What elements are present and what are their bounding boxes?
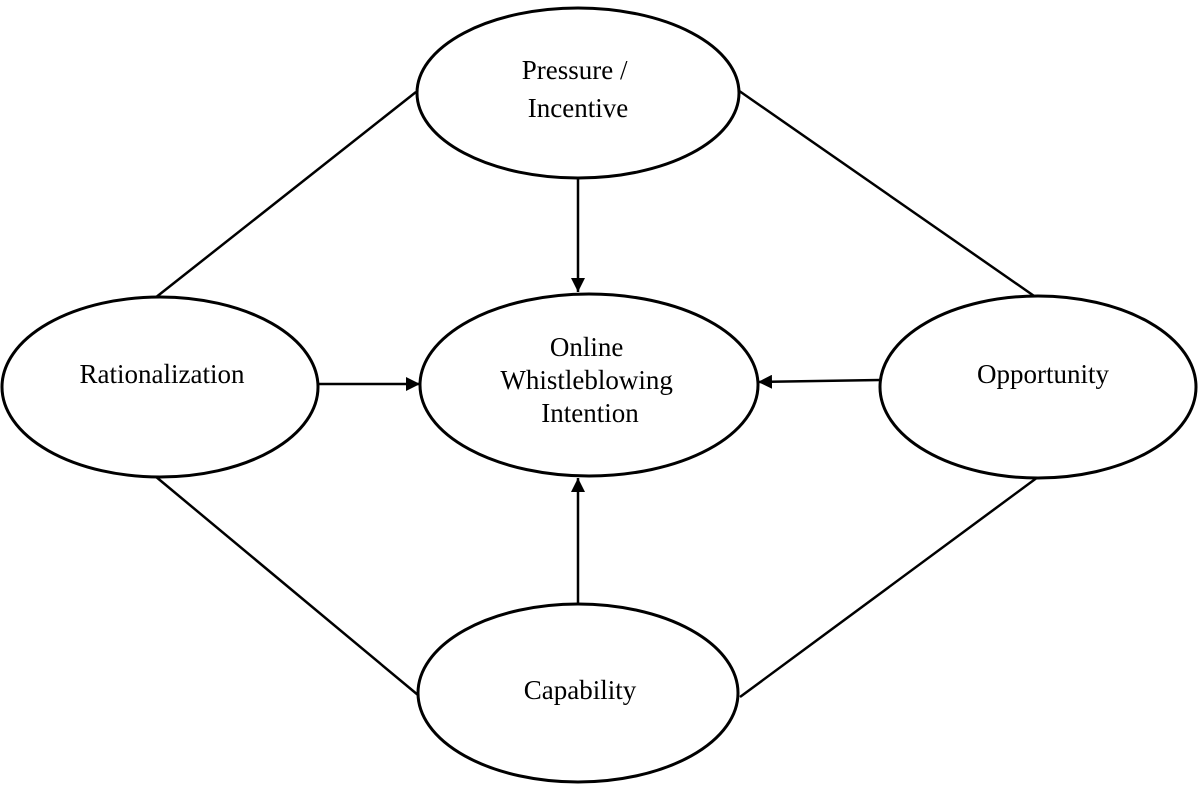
node-capability-line-1: Capability <box>524 675 637 705</box>
edge-pressure-opportunity <box>734 86 1038 300</box>
node-center-label: Online Whistleblowing Intention <box>500 332 679 428</box>
node-pressure: Pressure / Incentive <box>415 6 741 180</box>
node-pressure-line-1: Pressure / <box>522 55 628 85</box>
node-opportunity-shape <box>878 294 1198 480</box>
edge-opportunity-capability <box>739 475 1039 699</box>
node-pressure-line-2: Incentive <box>528 93 628 123</box>
arrow-opportunity-to-center <box>757 374 881 389</box>
node-center: Online Whistleblowing Intention <box>418 292 760 478</box>
node-capability: Capability <box>416 602 740 784</box>
node-rationalization-line-1: Rationalization <box>80 359 245 389</box>
node-capability-label: Capability <box>524 675 637 705</box>
node-center-line-3: Intention <box>541 398 639 428</box>
node-center-shape <box>418 292 760 478</box>
node-center-line-1: Online <box>550 332 624 362</box>
node-rationalization-label: Rationalization <box>80 359 245 389</box>
node-opportunity: Opportunity <box>878 294 1198 480</box>
node-pressure-shape <box>415 6 741 180</box>
node-opportunity-line-1: Opportunity <box>977 359 1109 389</box>
node-opportunity-label: Opportunity <box>977 359 1109 389</box>
node-rationalization-shape <box>0 295 320 479</box>
node-rationalization: Rationalization <box>0 295 320 479</box>
node-center-line-2: Whistleblowing <box>500 365 672 395</box>
node-pressure-label: Pressure / Incentive <box>522 55 634 123</box>
node-capability-shape <box>416 602 740 784</box>
edge-rationalization-capability <box>154 475 419 696</box>
edge-pressure-rationalization <box>154 91 417 299</box>
